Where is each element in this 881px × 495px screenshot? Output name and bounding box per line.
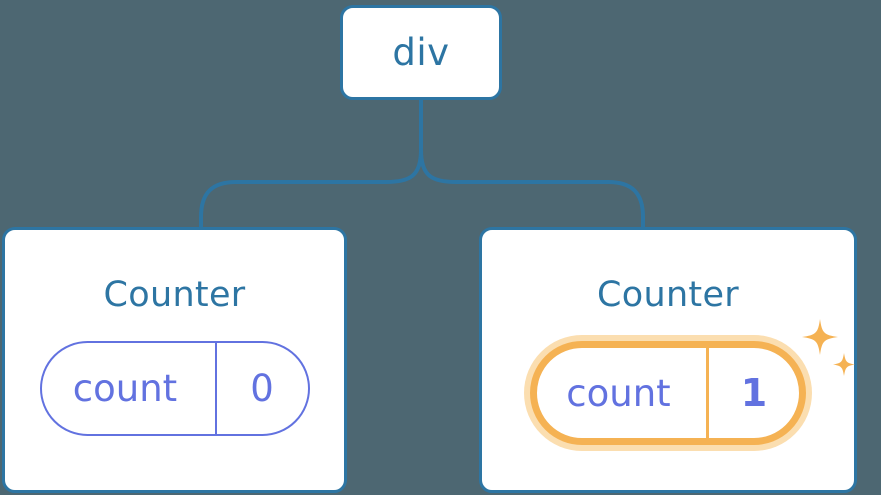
node-root-div[interactable]: div	[340, 5, 502, 100]
sparkles-icon	[802, 319, 855, 376]
counter-left-state-wrap: count 0	[39, 341, 310, 436]
counter-right-title: Counter	[597, 275, 739, 315]
counter-right-state-wrap: count 1	[530, 319, 855, 445]
root-node-label: div	[392, 31, 450, 74]
state-value-label: 0	[250, 367, 274, 410]
connector-path-right-branch	[419, 148, 645, 231]
node-counter-right[interactable]: Counter count 1	[479, 227, 857, 493]
state-pill-count-right[interactable]: count 1	[530, 341, 806, 445]
state-pill-count-left[interactable]: count 0	[39, 341, 310, 436]
counter-left-title: Counter	[103, 275, 246, 315]
connector-path-left-branch	[199, 148, 423, 231]
state-key-label: count	[537, 348, 709, 438]
sparkle-small-icon	[833, 353, 855, 376]
sparkle-large-icon	[802, 319, 838, 355]
state-key-label: count	[42, 343, 217, 434]
node-counter-left[interactable]: Counter count 0	[2, 227, 347, 493]
state-value-label: 1	[740, 371, 768, 415]
